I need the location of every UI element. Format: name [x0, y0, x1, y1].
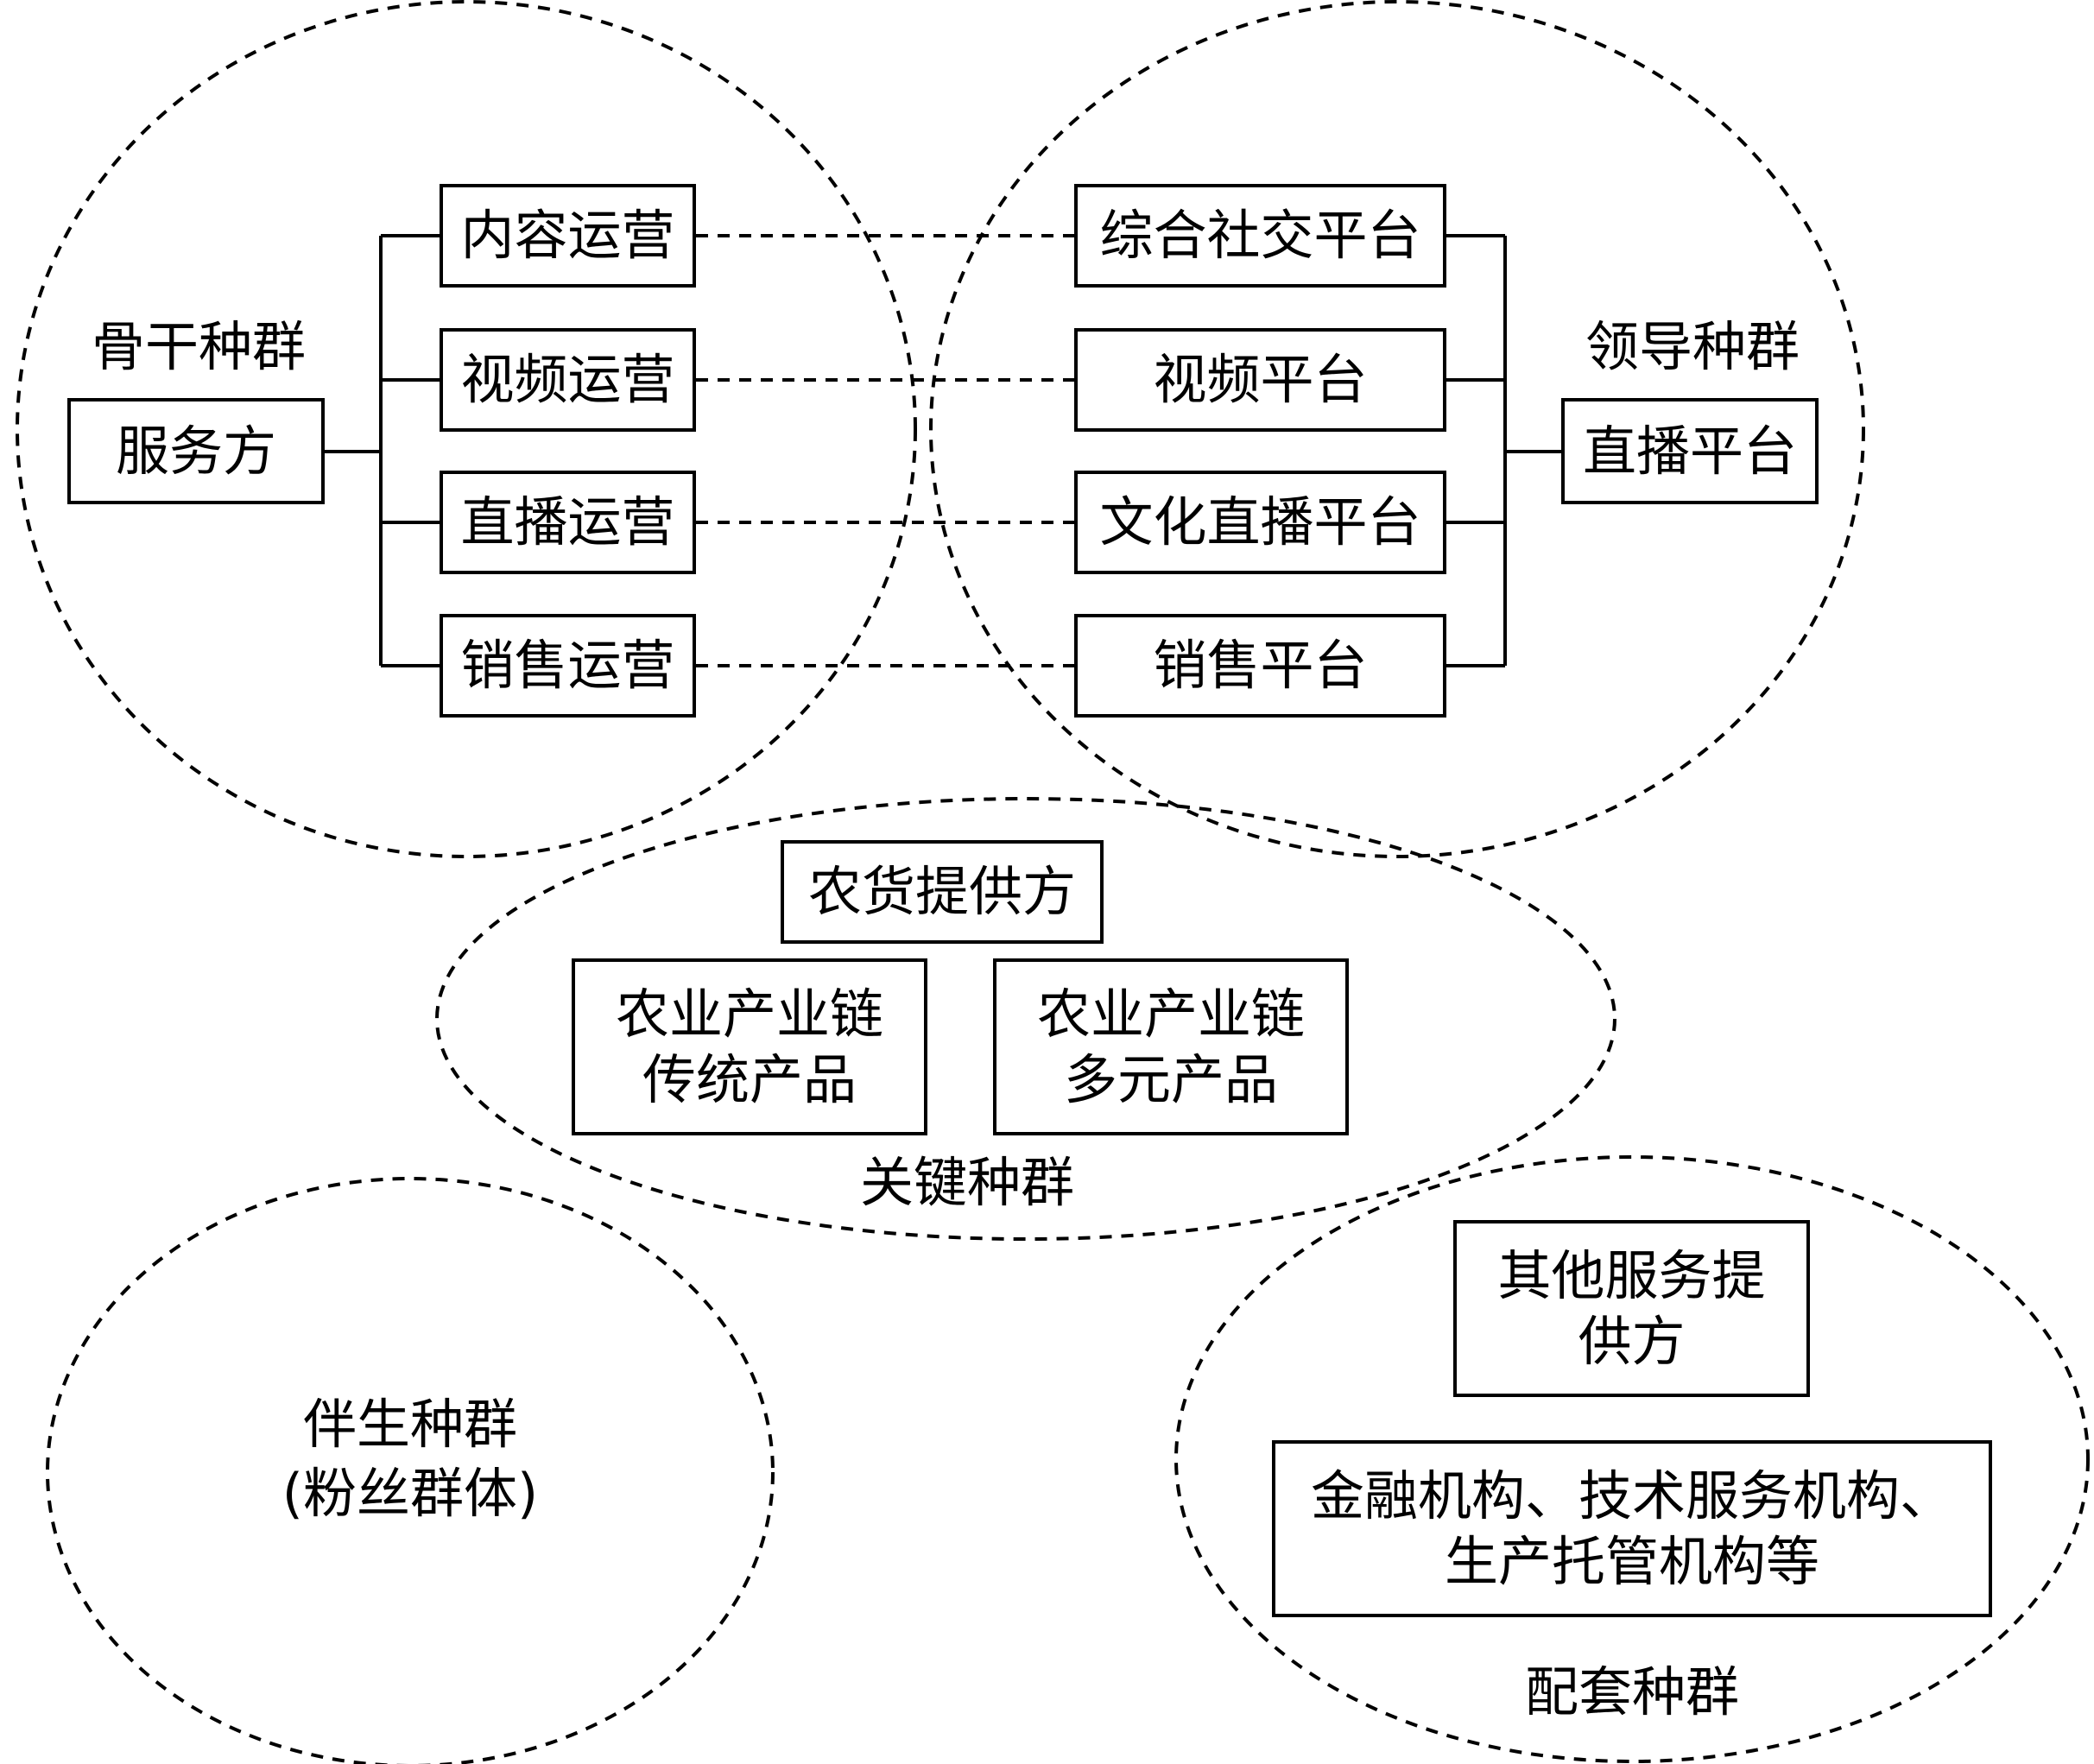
backbone-item-content: 内容运营: [440, 184, 696, 288]
backbone-item-sales: 销售运营: [440, 614, 696, 718]
companion-label-line1: 伴生种群: [302, 1393, 517, 1457]
key-ellipse: [435, 797, 1616, 1241]
companion-label-line2: (粉丝群体): [282, 1462, 539, 1526]
companion-ellipse: [46, 1177, 775, 1764]
key-product-traditional-line1: 农业产业链: [615, 982, 883, 1046]
leader-label: 领导种群: [1585, 315, 1800, 379]
supporting-other-line1: 其他服务提: [1497, 1243, 1766, 1307]
key-product-traditional-line2: 传统产品: [642, 1047, 857, 1111]
key-product-diverse: 农业产业链 多元产品: [993, 958, 1349, 1135]
supporting-other-line2: 供方: [1578, 1309, 1686, 1373]
backbone-item-live: 直播运营: [440, 471, 696, 574]
backbone-label: 骨干种群: [91, 315, 306, 379]
backbone-main-box: 服务方: [67, 398, 325, 504]
supporting-institutions: 金融机构、技术服务机构、 生产托管机构等: [1272, 1440, 1992, 1617]
supporting-ellipse: [1174, 1155, 2090, 1763]
leader-main-box: 直播平台: [1561, 398, 1819, 504]
leader-item-culture-live: 文化直播平台: [1074, 471, 1446, 574]
key-product-diverse-line1: 农业产业链: [1036, 982, 1305, 1046]
backbone-item-video: 视频运营: [440, 328, 696, 432]
key-product-diverse-line2: 多元产品: [1063, 1047, 1278, 1111]
leader-item-sales: 销售平台: [1074, 614, 1446, 718]
key-label: 关键种群: [859, 1151, 1074, 1215]
supporting-other-providers: 其他服务提 供方: [1453, 1220, 1810, 1397]
leader-item-video: 视频平台: [1074, 328, 1446, 432]
supporting-label: 配套种群: [1524, 1660, 1739, 1724]
leader-ellipse: [929, 0, 1865, 858]
backbone-ellipse: [16, 0, 917, 858]
key-product-traditional: 农业产业链 传统产品: [572, 958, 927, 1135]
key-main-box: 农货提供方: [781, 840, 1104, 944]
leader-item-social: 综合社交平台: [1074, 184, 1446, 288]
supporting-institutions-line1: 金融机构、技术服务机构、: [1310, 1464, 1953, 1527]
supporting-institutions-line2: 生产托管机构等: [1444, 1529, 1819, 1593]
